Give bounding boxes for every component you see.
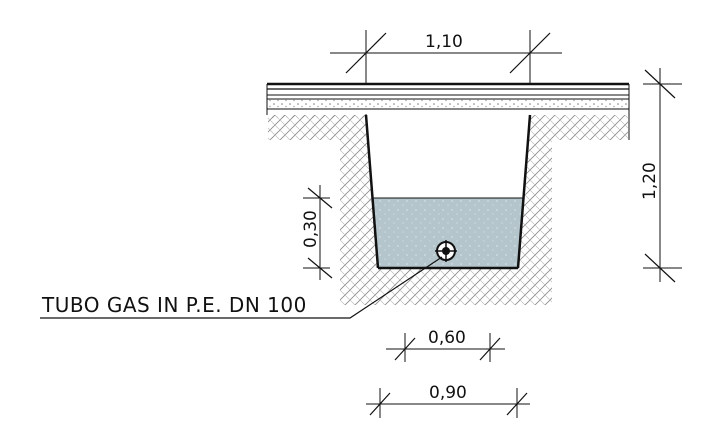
dimension-bedding-height: 0,30 (301, 185, 333, 280)
dimension-bottom-inner-width: 0,60 (386, 328, 505, 362)
dimension-depth: 1,20 (640, 68, 682, 283)
gas-pipe-icon (435, 240, 457, 262)
pipe-leader-line (40, 256, 443, 319)
pipe-label: TUBO GAS IN P.E. DN 100 (41, 293, 307, 317)
dimension-bottom-outer-width: 0,90 (366, 383, 530, 418)
dimension-bottom-inner-width-value: 0,60 (428, 328, 466, 348)
dimension-top-width: 1,10 (330, 30, 562, 84)
dimension-depth-value: 1,20 (640, 162, 660, 200)
trench-wall-left (364, 114, 380, 269)
dimension-top-width-value: 1,10 (425, 32, 463, 52)
soil-hatch-area (268, 115, 628, 305)
road-subbase-layer (267, 99, 629, 109)
trench-backfill (366, 115, 530, 198)
trench-wall-right (516, 114, 532, 269)
dimension-bedding-height-value: 0,30 (301, 210, 321, 248)
dimension-bottom-outer-width-value: 0,90 (429, 383, 467, 403)
